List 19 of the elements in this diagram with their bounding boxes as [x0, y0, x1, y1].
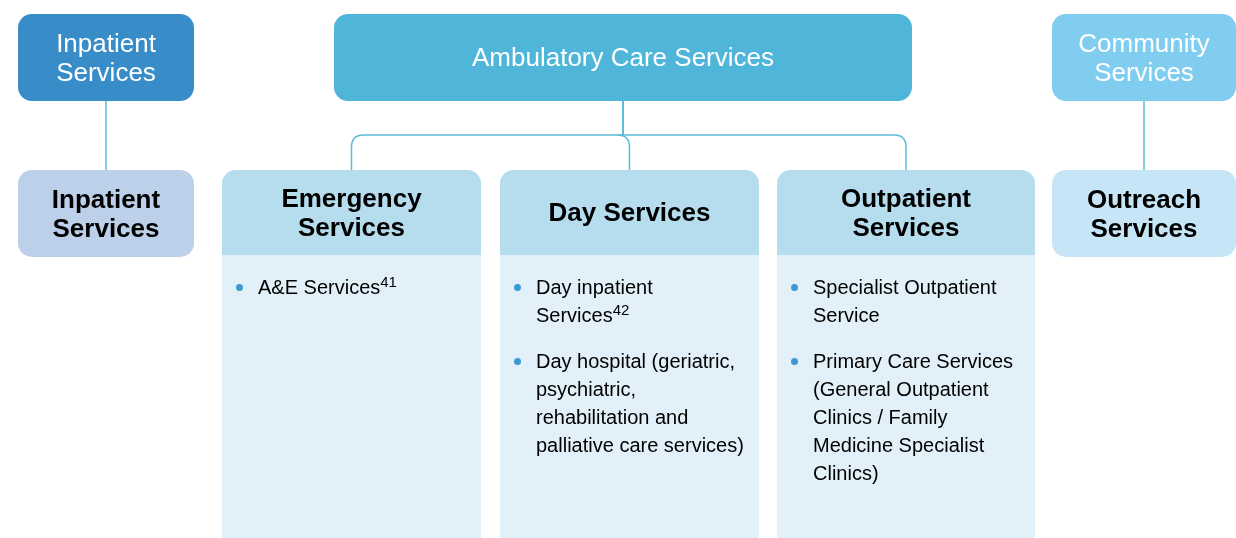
- list-item: Specialist Outpatient Service: [813, 275, 998, 328]
- list-item: A&E Services$^{41}$: [258, 273, 397, 300]
- list-item: Day inpatient Services$^{42}$: [536, 275, 654, 328]
- service-card: [222, 170, 481, 538]
- list-item: Primary Care Services (General Outpatient Clinics / Family Medicine Specialist Clinics): [813, 349, 1015, 486]
- connector-line: [1143, 100, 1145, 171]
- service-card: [777, 170, 1035, 538]
- connector-line: [622, 100, 907, 171]
- card-header: Outpatient Services: [777, 170, 1035, 255]
- card-header: Day Services: [500, 170, 759, 255]
- category-box: Ambulatory Care Services: [334, 14, 912, 101]
- service-box: Inpatient Services: [18, 170, 194, 257]
- card-header: Emergency Services: [222, 170, 481, 255]
- category-box: Community Services: [1052, 14, 1236, 101]
- service-box: Outreach Services: [1052, 170, 1236, 257]
- category-box: Inpatient Services: [18, 14, 194, 101]
- service-card: [500, 170, 759, 538]
- connector-line: [105, 100, 107, 171]
- list-item: Day hospital (geriatric, psychiatric, rehabilitation and palliative care services): [536, 349, 745, 458]
